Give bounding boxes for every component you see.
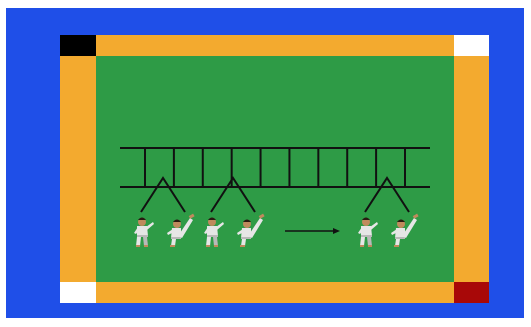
- fighter-foot: [368, 245, 372, 247]
- fighter-foot: [360, 245, 364, 247]
- fighter-foot: [144, 245, 148, 247]
- fighter-hair: [397, 219, 405, 222]
- fighter-torso: [361, 226, 372, 236]
- fighter-foot: [206, 245, 210, 247]
- fighter: [134, 217, 154, 247]
- fighter-belt: [395, 237, 405, 239]
- corner-bottom-right: [454, 282, 489, 303]
- fighter-belt: [361, 235, 372, 237]
- fighter-arm: [167, 229, 174, 235]
- fighter-foot: [188, 213, 195, 219]
- corner-top-right: [454, 35, 489, 56]
- ladder-connectors: [140, 176, 410, 213]
- fighter-foot: [394, 245, 399, 247]
- fighter-leg-front: [367, 237, 372, 246]
- fighter-kicking: [237, 213, 265, 247]
- fighter-leg-standing: [241, 239, 246, 246]
- fighter-belt: [137, 235, 148, 237]
- fighter-arm: [237, 229, 244, 235]
- ladder-connector: [364, 176, 410, 213]
- fighter-leg-front: [213, 237, 218, 246]
- fighter-hair: [362, 217, 370, 220]
- fighter-belt: [207, 235, 218, 237]
- fighter-kicking-leg: [248, 218, 263, 238]
- fighter-foot: [258, 213, 265, 219]
- fighter-kicking-leg: [402, 218, 417, 238]
- fighter-hair: [173, 219, 181, 222]
- fighter-arm-front: [216, 222, 224, 230]
- fighter-belt: [241, 237, 251, 239]
- fighter-arm-front: [146, 222, 154, 230]
- fighter-arm-back: [358, 227, 364, 234]
- fighter-torso: [137, 226, 148, 236]
- fighter-arm: [391, 229, 398, 235]
- fighter-kicking: [167, 213, 195, 247]
- fighter-leg-back: [136, 237, 141, 246]
- fighter-kicking-leg: [178, 218, 193, 238]
- fighter-pairs: [134, 213, 419, 247]
- corner-bottom-left: [60, 282, 96, 303]
- fighter-foot: [240, 245, 245, 247]
- fighter-pair: [358, 213, 419, 247]
- arrow-head: [333, 228, 340, 234]
- fighter: [358, 217, 378, 247]
- ladder-connector: [140, 176, 186, 213]
- fighter-foot: [214, 245, 218, 247]
- fighter-foot: [412, 213, 419, 219]
- fighter-hair: [243, 219, 251, 222]
- right-arrow-icon: [285, 228, 340, 234]
- fighter-leg-standing: [171, 239, 176, 246]
- corner-top-left: [60, 35, 96, 56]
- fighter-arm-back: [204, 227, 210, 234]
- fighter-leg-back: [206, 237, 211, 246]
- fighter-arm-front: [370, 222, 378, 230]
- fighter-hair: [208, 217, 216, 220]
- fighter-leg-back: [360, 237, 365, 246]
- fighter-pair: [134, 213, 195, 247]
- fighter-hair: [138, 217, 146, 220]
- fighter-foot: [136, 245, 140, 247]
- fighter-belt: [171, 237, 181, 239]
- fighter-kicking: [391, 213, 419, 247]
- mat-field: [96, 56, 454, 282]
- ladder-connector: [210, 176, 256, 213]
- fighter-arm-back: [134, 227, 140, 234]
- fighter-leg-front: [143, 237, 148, 246]
- fighter-leg-standing: [395, 239, 400, 246]
- fighter-foot: [170, 245, 175, 247]
- fighter-torso: [207, 226, 218, 236]
- fighter: [204, 217, 224, 247]
- ladder: [120, 147, 430, 188]
- fighter-pair: [204, 213, 265, 247]
